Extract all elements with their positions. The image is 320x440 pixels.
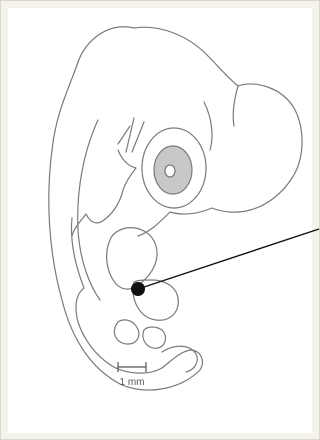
lower-bump-2 bbox=[143, 327, 166, 348]
neural-line-1 bbox=[126, 118, 134, 152]
lower-bump-1 bbox=[114, 320, 138, 344]
pharyngeal-arches bbox=[72, 150, 136, 236]
pointer-line bbox=[138, 229, 319, 289]
pointer-dot bbox=[131, 282, 145, 296]
trunk-inner-contour bbox=[78, 120, 100, 300]
scale-bar-label: 1 mm bbox=[100, 377, 164, 388]
tail-curl bbox=[162, 346, 197, 372]
head-lobe-upper bbox=[233, 86, 238, 126]
eye-center bbox=[165, 165, 175, 177]
neural-line-2 bbox=[132, 122, 144, 152]
head-lobe-inner bbox=[204, 102, 212, 150]
